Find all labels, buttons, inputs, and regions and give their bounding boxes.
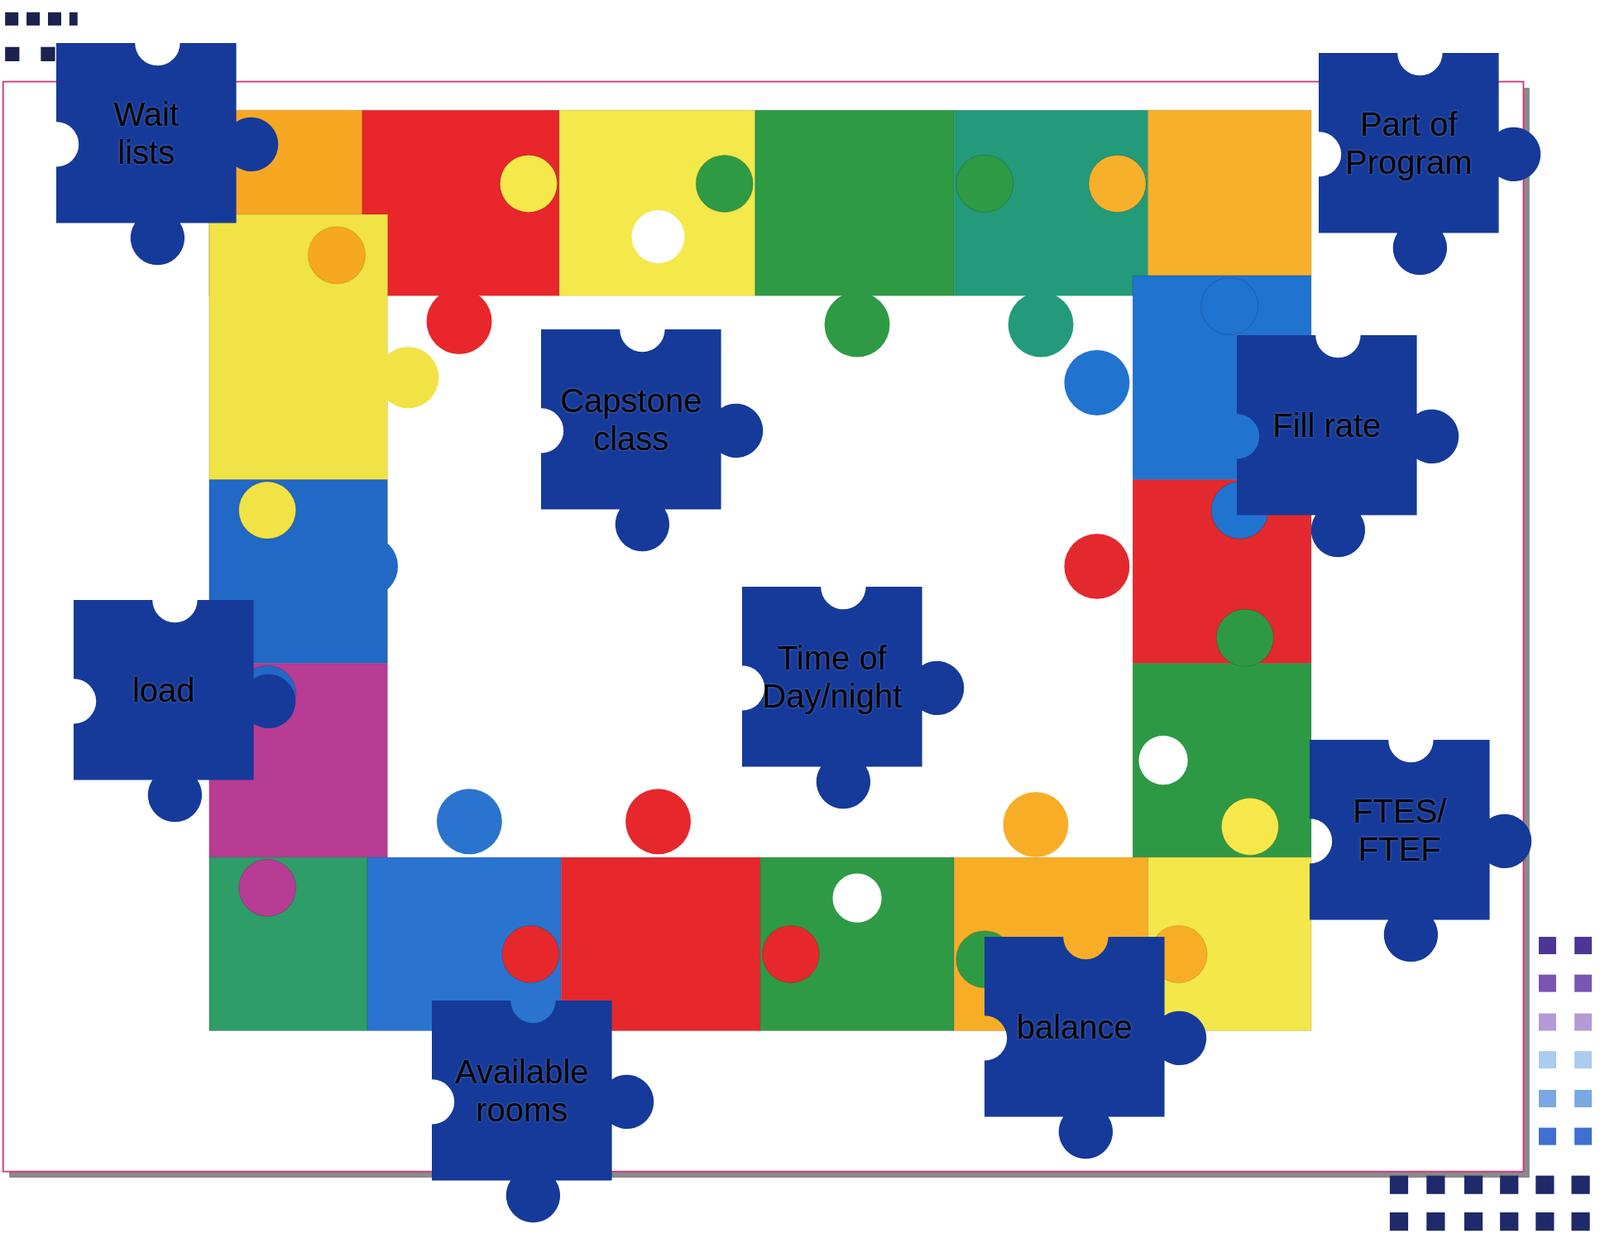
piece-text-area: Wait lists (56, 43, 237, 224)
piece-label: Time of Day/night (758, 638, 906, 715)
puzzle-piece-outline (742, 586, 964, 809)
piece-text-area: Capstone class (541, 329, 722, 510)
puzzle-piece: Wait lists (56, 43, 282, 269)
piece-text-area: load (73, 599, 254, 781)
puzzle-piece-outline (541, 329, 763, 551)
puzzle-piece: Part of Program (1318, 52, 1544, 278)
piece-label: FTES/ FTEF (1347, 791, 1452, 868)
piece-label: Part of Program (1342, 105, 1476, 182)
jigsaw-frame (209, 110, 1312, 1030)
puzzle-piece: balance (984, 936, 1210, 1162)
piece-text-area: Fill rate (1236, 335, 1418, 516)
puzzle-piece-outline (1309, 739, 1532, 962)
piece-label: Wait lists (96, 95, 197, 172)
puzzle-piece: Time of Day/night (742, 586, 968, 812)
puzzle-piece-shape (73, 599, 299, 825)
corner-squares (1389, 936, 1592, 1231)
piece-label: Fill rate (1272, 406, 1381, 445)
piece-text-area: Available rooms (431, 1000, 613, 1181)
puzzle-piece-shape (1236, 335, 1462, 561)
puzzle-piece-outline (1236, 335, 1459, 557)
piece-text-area: balance (984, 936, 1165, 1117)
puzzle-piece: FTES/ FTEF (1309, 739, 1535, 965)
puzzle-piece: Capstone class (541, 329, 767, 555)
puzzle-piece-shape (984, 936, 1210, 1162)
puzzle-piece-outline (984, 936, 1207, 1159)
puzzle-piece-outline (1318, 52, 1541, 275)
piece-label: load (132, 670, 196, 709)
card-shadow (9, 87, 1530, 1178)
piece-label: Capstone class (552, 381, 710, 458)
piece-label: Available rooms (448, 1052, 596, 1129)
piece-text-area: Time of Day/night (742, 586, 923, 767)
puzzle-piece-outline (56, 43, 278, 265)
card-border (3, 81, 1524, 1172)
piece-text-area: Part of Program (1318, 52, 1500, 234)
puzzle-piece-outline (73, 599, 296, 822)
puzzle-piece: load (73, 599, 299, 825)
piece-text-area: FTES/ FTEF (1309, 739, 1490, 920)
hole-knobs (328, 210, 1189, 923)
puzzle-piece-outline (431, 1000, 654, 1222)
frame-hole (388, 296, 1133, 858)
puzzle-piece: Fill rate (1236, 335, 1462, 561)
piece-label: balance (1016, 1007, 1133, 1046)
puzzle-piece: Available rooms (431, 1000, 657, 1226)
